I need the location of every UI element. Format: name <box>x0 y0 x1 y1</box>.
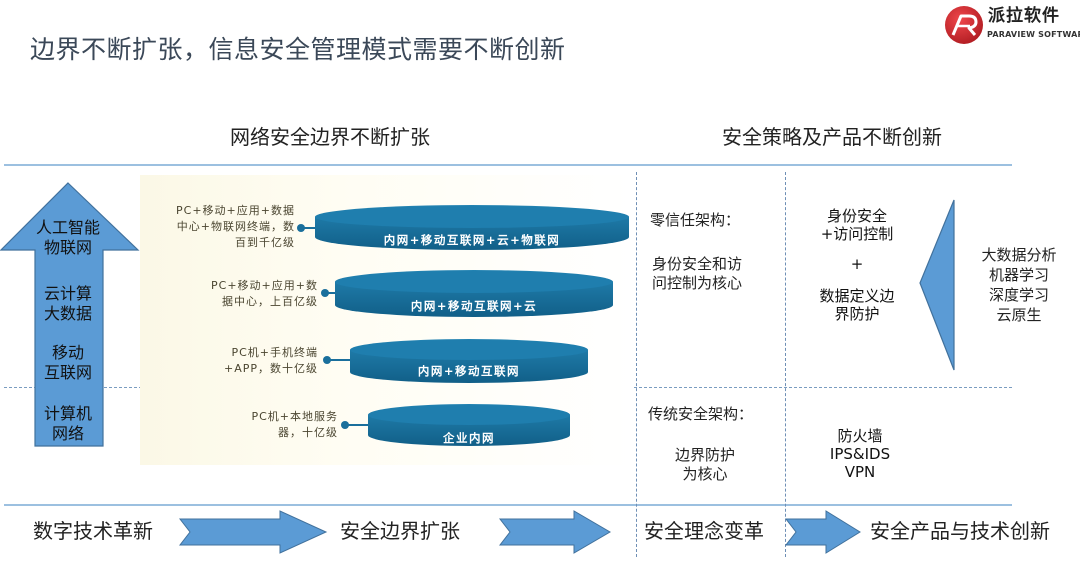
technology-list: 大数据分析 机器学习 深度学习 云原生 <box>964 245 1074 325</box>
column-divider-2 <box>785 172 786 557</box>
layer-desc-3: PC机+手机终端 +APP，数十亿级 <box>160 345 318 377</box>
network-disks <box>297 205 629 446</box>
arrow-label-line: 大数据 <box>43 304 92 323</box>
arrow-label-mobile-internet: 移动 互联网 <box>18 343 118 383</box>
arrow-label-line: 网络 <box>51 424 84 443</box>
logo-name-cn: 派拉软件 <box>988 6 1060 26</box>
left-section-header: 网络安全边界不断扩张 <box>230 125 430 149</box>
disk-label-3: 内网+移动互联网 <box>417 364 521 378</box>
arrow-label-cloud-bigdata: 云计算 大数据 <box>18 284 118 324</box>
disk-layer-4 <box>341 404 570 446</box>
flow-arrow-2-icon <box>498 510 611 554</box>
zero-trust-core-line: 身份安全和访 <box>652 255 743 273</box>
disk-layer-2 <box>321 270 613 317</box>
disk-label-4: 企业内网 <box>443 431 495 445</box>
product-line: 防火墙 <box>837 427 883 445</box>
layer-desc-line: PC机+本地服务 <box>251 410 338 423</box>
flow-step-2: 安全边界扩张 <box>340 519 460 543</box>
product-line: VPN <box>844 463 876 481</box>
arrow-label-line: 移动 <box>51 343 84 362</box>
product-line: 身份安全 <box>826 207 887 225</box>
page-title: 边界不断扩张，信息安全管理模式需要不断创新 <box>30 35 566 64</box>
layer-desc-2: PC+移动+应用+数 据中心，上百亿级 <box>160 278 318 310</box>
product-line: 界防护 <box>834 305 880 323</box>
zero-trust-core: 身份安全和访 问控制为核心 <box>652 255 742 293</box>
arrow-label-computer-network: 计算机 网络 <box>18 404 118 444</box>
feed-triangle-icon <box>919 199 955 371</box>
arrow-label-line: 物联网 <box>43 238 92 257</box>
layer-desc-line: 中心+物联网终端，数 <box>176 220 295 233</box>
disk-layer-3 <box>323 339 588 383</box>
company-logo: 派拉软件 PARAVIEW SOFTWARE <box>944 3 1080 49</box>
zero-trust-title: 零信任架构： <box>650 211 741 229</box>
traditional-title: 传统安全架构： <box>648 405 754 423</box>
product-line: +访问控制 <box>820 225 894 243</box>
arrow-label-ai-iot: 人工智能 物联网 <box>18 218 118 258</box>
zero-trust-core-line: 问控制为核心 <box>652 274 743 292</box>
column-divider-1 <box>636 172 637 557</box>
right-section-header: 安全策略及产品不断创新 <box>722 125 942 149</box>
product-plus: + <box>850 255 864 273</box>
flow-step-4: 安全产品与技术创新 <box>870 519 1050 543</box>
technology-item: 深度学习 <box>988 286 1049 304</box>
traditional-core: 边界防护 为核心 <box>670 446 740 484</box>
logo-name-en: PARAVIEW SOFTWARE <box>987 30 1080 39</box>
layer-desc-line: +APP，数十亿级 <box>223 362 318 375</box>
disk-label-1: 内网+移动互联网+云+物联网 <box>383 233 561 247</box>
evolution-up-arrow-icon <box>0 182 140 447</box>
flow-arrow-1-icon <box>178 510 328 554</box>
arrow-label-line: 人工智能 <box>35 218 100 237</box>
layer-desc-line: 据中心，上百亿级 <box>222 295 318 308</box>
traditional-core-line: 为核心 <box>682 465 728 483</box>
bottom-divider <box>4 504 1012 506</box>
layer-desc-line: PC+移动+应用+数据 <box>176 204 295 217</box>
top-divider <box>4 164 1012 166</box>
technology-item: 云原生 <box>996 306 1042 324</box>
arrow-label-line: 互联网 <box>43 363 92 382</box>
arrow-label-line: 云计算 <box>43 284 92 303</box>
layer-desc-line: 百到千亿级 <box>235 236 295 249</box>
disk-layer-1 <box>297 205 629 250</box>
layer-desc-line: 器，十亿级 <box>278 426 338 439</box>
logo-mark-icon <box>945 6 983 44</box>
flow-step-3: 安全理念变革 <box>644 519 764 543</box>
flow-step-1: 数字技术革新 <box>33 519 153 543</box>
layer-desc-line: PC机+手机终端 <box>231 346 318 359</box>
product-line: IPS&IDS <box>829 445 891 463</box>
flow-arrow-3-icon <box>784 510 861 554</box>
layer-desc-1: PC+移动+应用+数据 中心+物联网终端，数 百到千亿级 <box>142 203 295 251</box>
technology-item: 机器学习 <box>988 266 1049 284</box>
layer-desc-line: PC+移动+应用+数 <box>211 279 318 292</box>
layer-desc-4: PC机+本地服务 器，十亿级 <box>180 409 338 441</box>
zero-trust-products: 身份安全 +访问控制 + 数据定义边 界防护 <box>798 207 916 323</box>
technology-item: 大数据分析 <box>981 246 1057 264</box>
arrow-label-line: 计算机 <box>43 404 92 423</box>
traditional-products: 防火墙 IPS&IDS VPN <box>810 427 910 481</box>
disk-label-2: 内网+移动互联网+云 <box>410 299 538 313</box>
traditional-core-line: 边界防护 <box>674 446 735 464</box>
product-line: 数据定义边 <box>819 287 895 305</box>
